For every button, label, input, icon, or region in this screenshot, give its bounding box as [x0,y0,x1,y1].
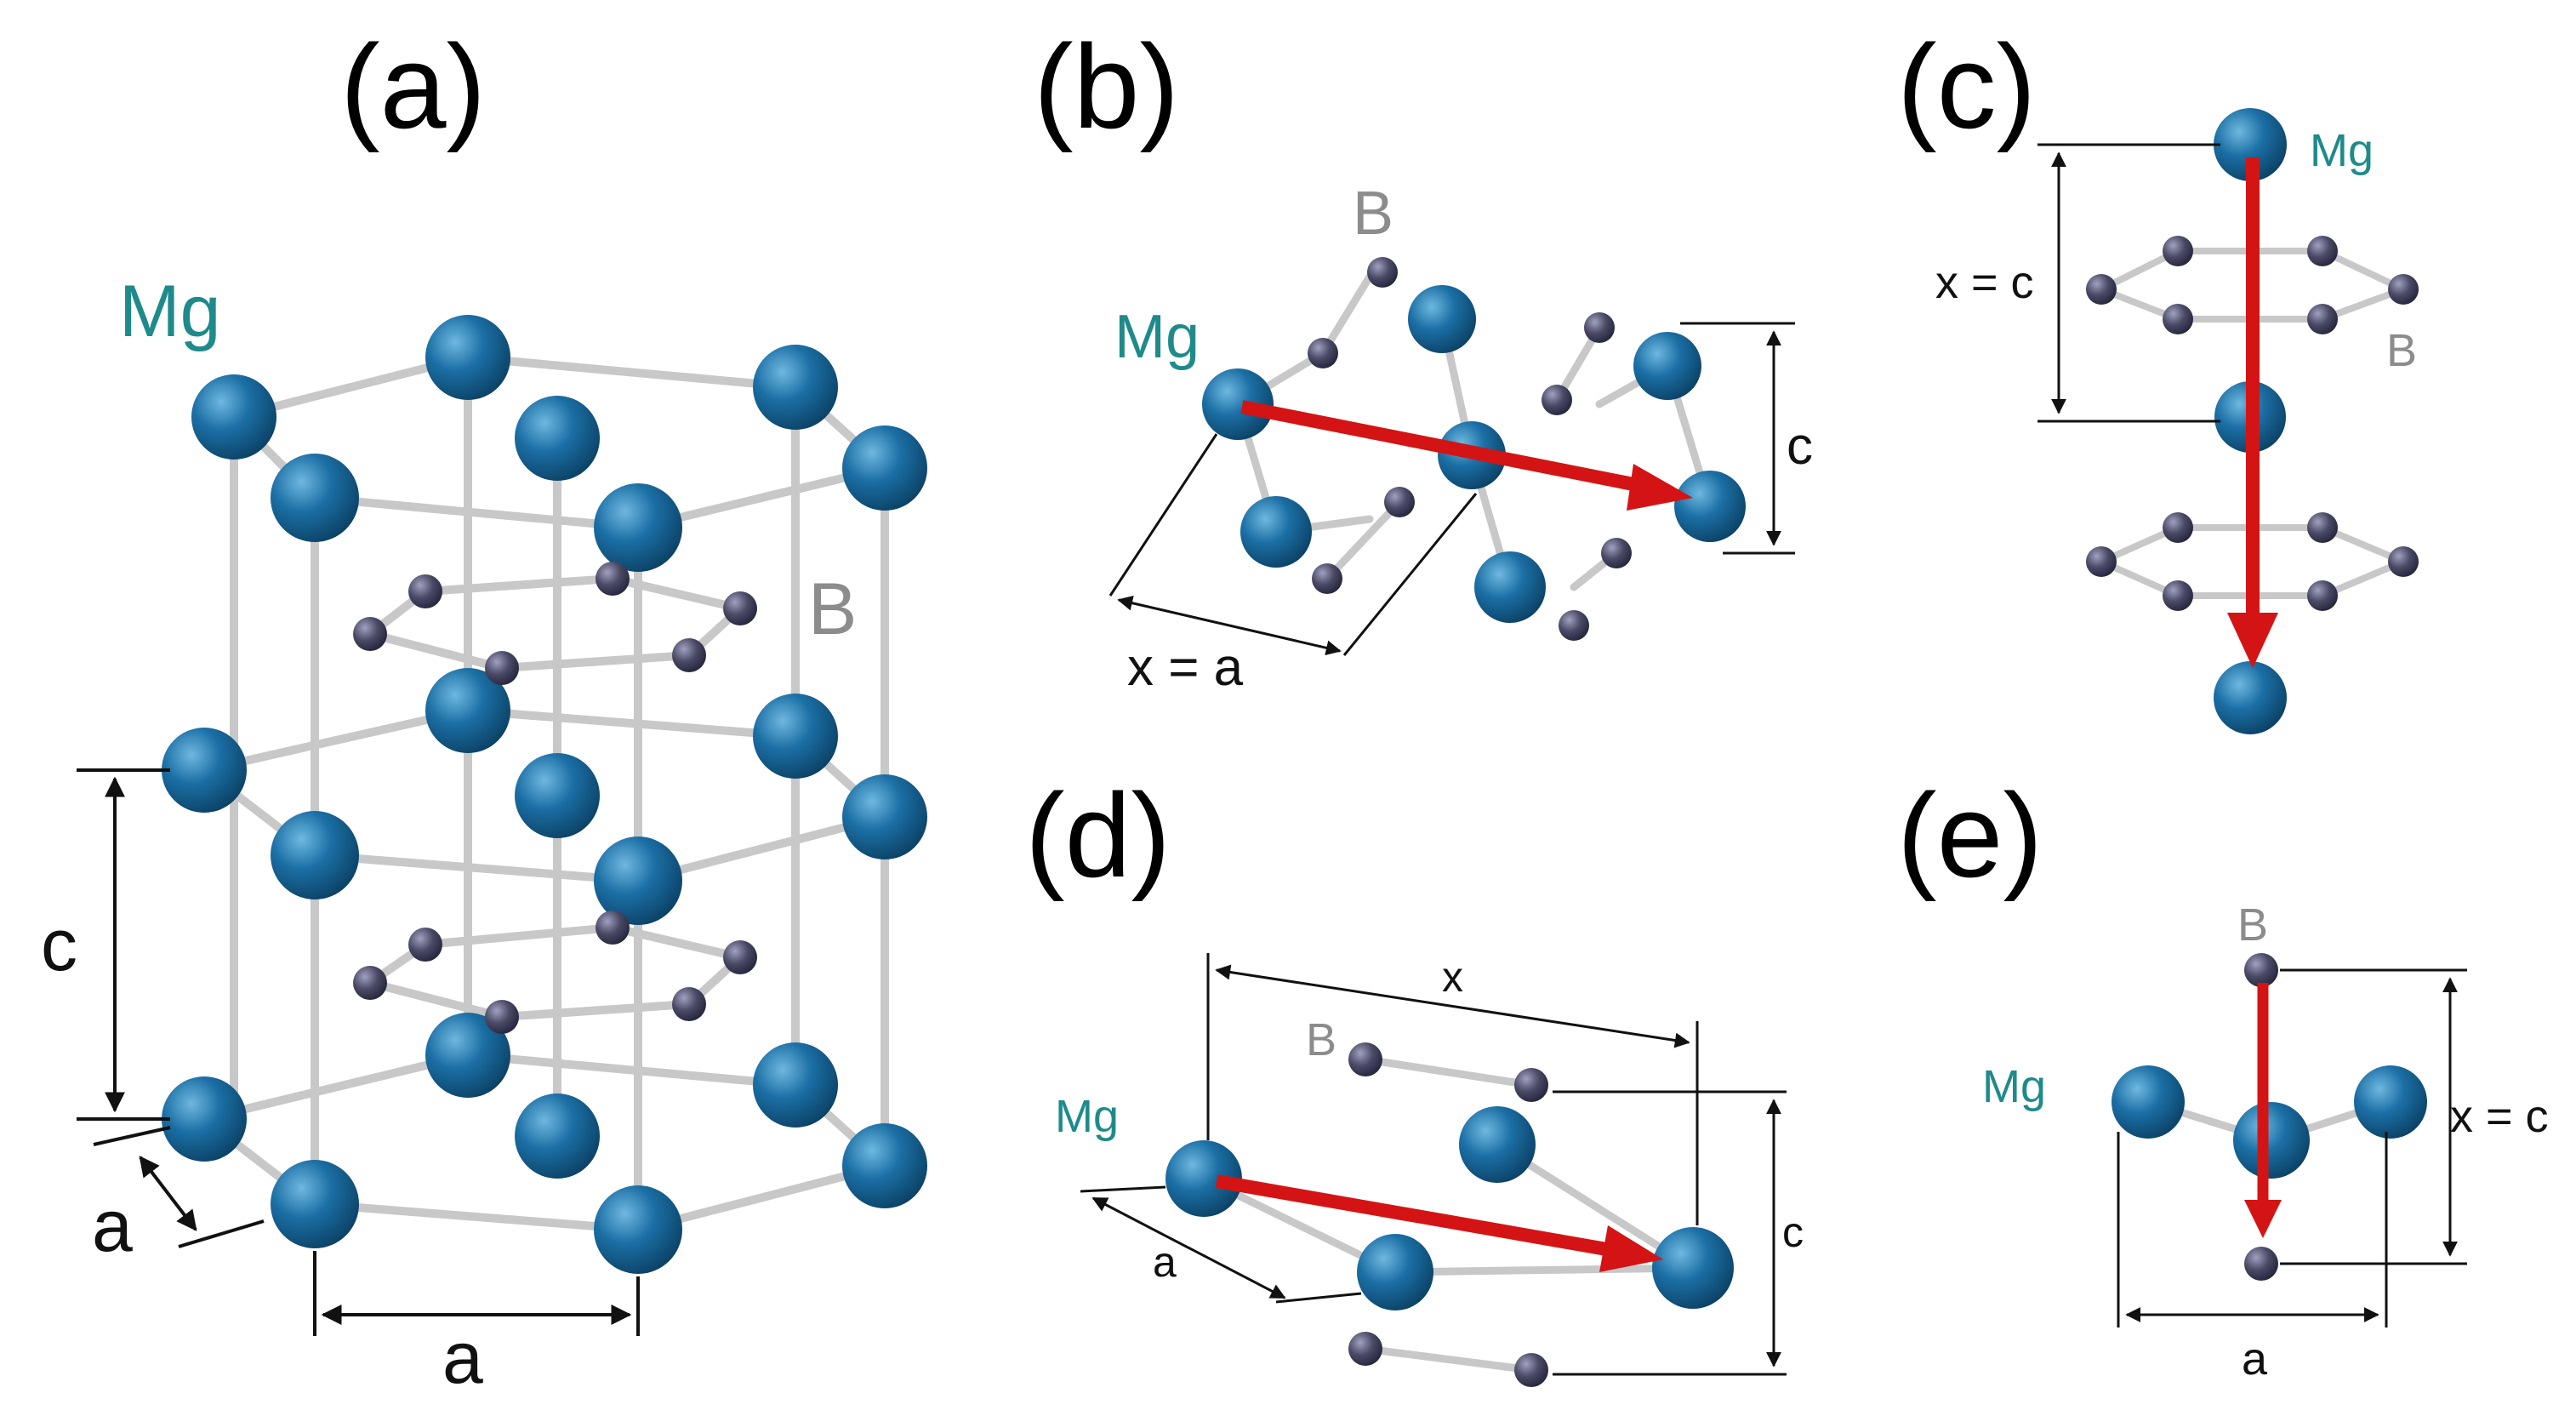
panel-b: (b) [1034,20,1813,697]
panel-e-mg-label: Mg [1982,1061,2046,1112]
panel-d-b-label: B [1306,1014,1336,1065]
panel-d-dim-a: a [1153,1238,1177,1286]
panel-a-dim-a-left: a [92,1185,133,1267]
panel-c-b-label: B [2386,325,2417,376]
panel-e-dim-x-c: x = c [2450,1091,2549,1142]
panel-b-dim-c: c [1787,417,1813,476]
panel-c-label: (c) [1897,20,2036,153]
panel-d-dim-x: x [1442,953,1463,1001]
panel-d-dim-c: c [1782,1208,1804,1256]
panel-e-mg-atoms [2112,1065,2427,1179]
panel-b-b-atoms [1308,257,1632,641]
panel-b-mg-label: Mg [1114,303,1200,371]
panel-a-b-atoms [353,562,757,1034]
panel-a-b-label: B [808,568,857,650]
panel-d: (d) [1025,768,1804,1387]
panel-d-mg-label: Mg [1055,1091,1119,1142]
panel-a-dim-c: c [41,905,77,986]
panel-c: (c) Mg B x = c [1897,20,2419,734]
panel-b-mg-atoms [1202,285,1746,623]
panel-e: (e) B Mg x = c a [1897,768,2549,1385]
panel-e-b-label: B [2237,899,2268,951]
panel-d-dimensions [1080,953,1787,1376]
panel-d-translation-arrow [1215,1174,1663,1272]
panel-c-mg-atoms [2214,108,2287,734]
panel-a-dimensions [77,768,640,1336]
panel-b-dim-x-a: x = a [1127,638,1244,697]
panel-e-b-atoms [2244,953,2278,1281]
panel-e-dim-a: a [2242,1333,2268,1385]
panel-a-mg-label: Mg [119,271,220,352]
panel-a-label: (a) [340,20,486,153]
panel-e-label: (e) [1897,768,2043,902]
panel-c-b-atoms [2086,236,2419,611]
panel-e-translation-arrow [2244,983,2282,1238]
panel-c-translation-arrow [2227,157,2278,668]
panel-a: (a) [41,20,927,1399]
panel-c-mg-label: Mg [2310,125,2374,176]
panel-d-b-atoms [1348,1042,1548,1387]
panel-a-dim-a-bottom: a [442,1317,483,1399]
panel-c-dimensions [2037,143,2220,423]
panel-b-translation-arrow [1240,400,1693,511]
panel-d-label: (d) [1025,768,1171,902]
panel-a-mg-atoms [162,315,927,1274]
panel-b-dimensions [1108,322,1795,656]
panel-b-label: (b) [1034,20,1179,153]
panel-b-b-label: B [1353,180,1393,248]
panel-c-dim-x-c: x = c [1935,257,2034,308]
panel-e-dimensions [2117,968,2467,1328]
